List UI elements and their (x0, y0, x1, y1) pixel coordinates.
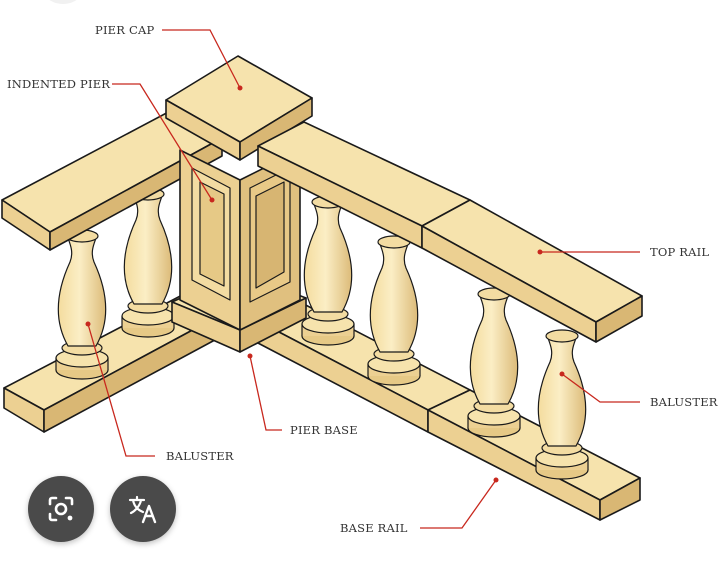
label-indented-pier: INDENTED PIER (7, 77, 110, 91)
right-top-rail (257, 121, 643, 343)
label-pier-cap: PIER CAP (95, 23, 154, 37)
label-baluster-left: BALUSTER (166, 449, 234, 463)
label-base-rail: BASE RAIL (340, 521, 408, 535)
leader-lines (85, 29, 640, 529)
lens-camera-icon (48, 496, 74, 522)
left-top-rail (1, 107, 223, 251)
translate-icon (128, 495, 157, 524)
pier (165, 55, 313, 353)
translate-button[interactable] (110, 476, 176, 542)
label-pier-base: PIER BASE (290, 423, 358, 437)
lens-search-button[interactable] (28, 476, 94, 542)
label-baluster-right: BALUSTER (650, 395, 718, 409)
top-edge-circle (38, 0, 88, 4)
label-top-rail: TOP RAIL (650, 245, 709, 259)
